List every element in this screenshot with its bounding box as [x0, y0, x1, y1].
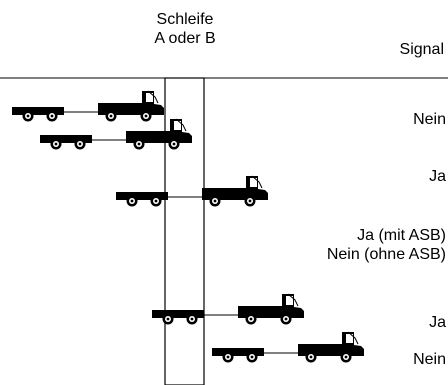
signal-value-row-3: Ja (mit ASB) Nein (ohne ASB) — [327, 226, 446, 264]
signal-value-row-4: Ja — [429, 314, 446, 331]
signal-value-row-2: Ja — [429, 168, 446, 185]
truck-with-trailer-icon — [40, 119, 192, 150]
signal-value-row-1: Nein — [413, 111, 446, 128]
induction-loop-icon — [164, 77, 205, 385]
signal-value-row-3-line2: Nein (ohne ASB) — [326, 246, 446, 263]
loop-column-header-line2: A oder B — [154, 30, 216, 47]
signal-column-header: Signal — [399, 41, 444, 58]
truck-with-trailer-icon — [12, 91, 164, 122]
truck-with-trailer-icon — [152, 294, 304, 325]
loop-column-header-line1: Schleife — [156, 11, 214, 28]
truck-with-trailer-icon — [212, 332, 364, 363]
loop-column-header: Schleife A oder B — [140, 10, 230, 48]
truck-with-trailer-icon — [116, 176, 268, 207]
signal-value-row-3-line1: Ja (mit ASB) — [357, 227, 446, 244]
signal-value-row-5: Nein — [413, 351, 446, 368]
